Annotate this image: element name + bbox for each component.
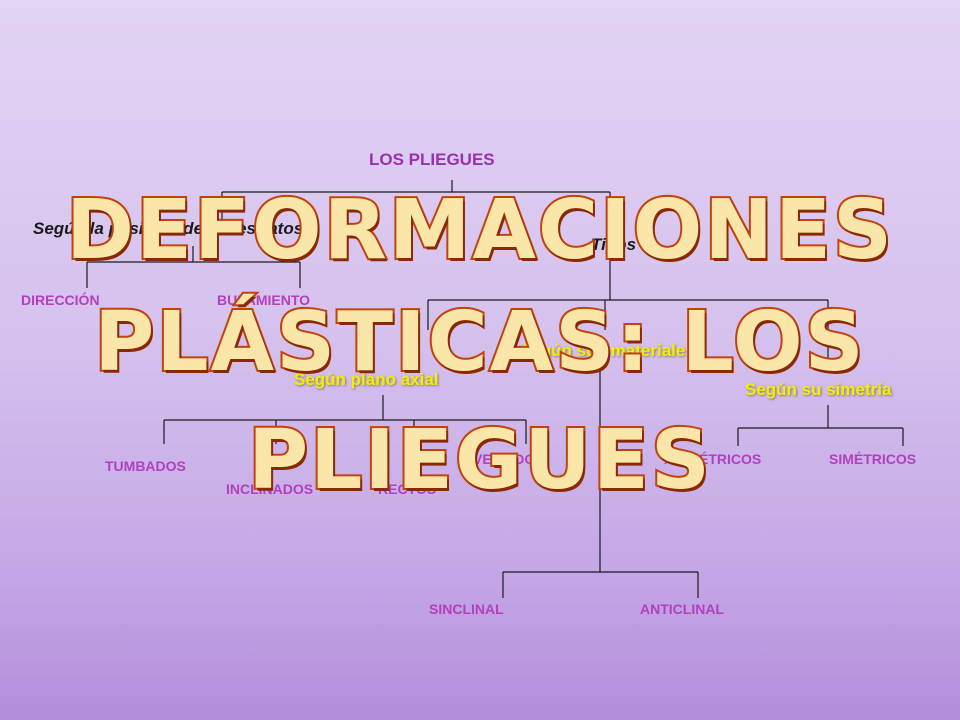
node-direccion: DIRECCIÓN (21, 292, 100, 308)
title-line-2: PLÁSTICAS: LOS (92, 295, 866, 390)
group-simetria: Según su simetría (745, 380, 892, 399)
node-simetricos: SIMÉTRICOS (829, 451, 917, 467)
root-node: LOS PLIEGUES (369, 150, 495, 169)
group-materiales: Según sus materiales (520, 341, 695, 360)
group-plano-axial: Según plano axial (294, 370, 439, 389)
node-buzamiento: BUZAMIENTO (217, 292, 311, 308)
node-sinclinal: SINCLINAL (429, 601, 504, 617)
node-inclinados: INCLINADOS (226, 481, 314, 497)
category-estratos: Según la posición de los estratos (33, 219, 304, 238)
node-anticlinal: ANTICLINAL (640, 601, 724, 617)
category-tipos: Tipos (591, 235, 637, 254)
node-invertidos: INVERTIDOS (459, 451, 545, 467)
title-line-1: DEFORMACIONES (64, 183, 895, 278)
node-tumbados: TUMBADOS (105, 458, 186, 474)
node-rectos: RECTOS (378, 481, 437, 497)
node-asimetricos: ASIMÉTRICOS (664, 451, 762, 467)
title-line-3: PLIEGUES (246, 413, 712, 508)
